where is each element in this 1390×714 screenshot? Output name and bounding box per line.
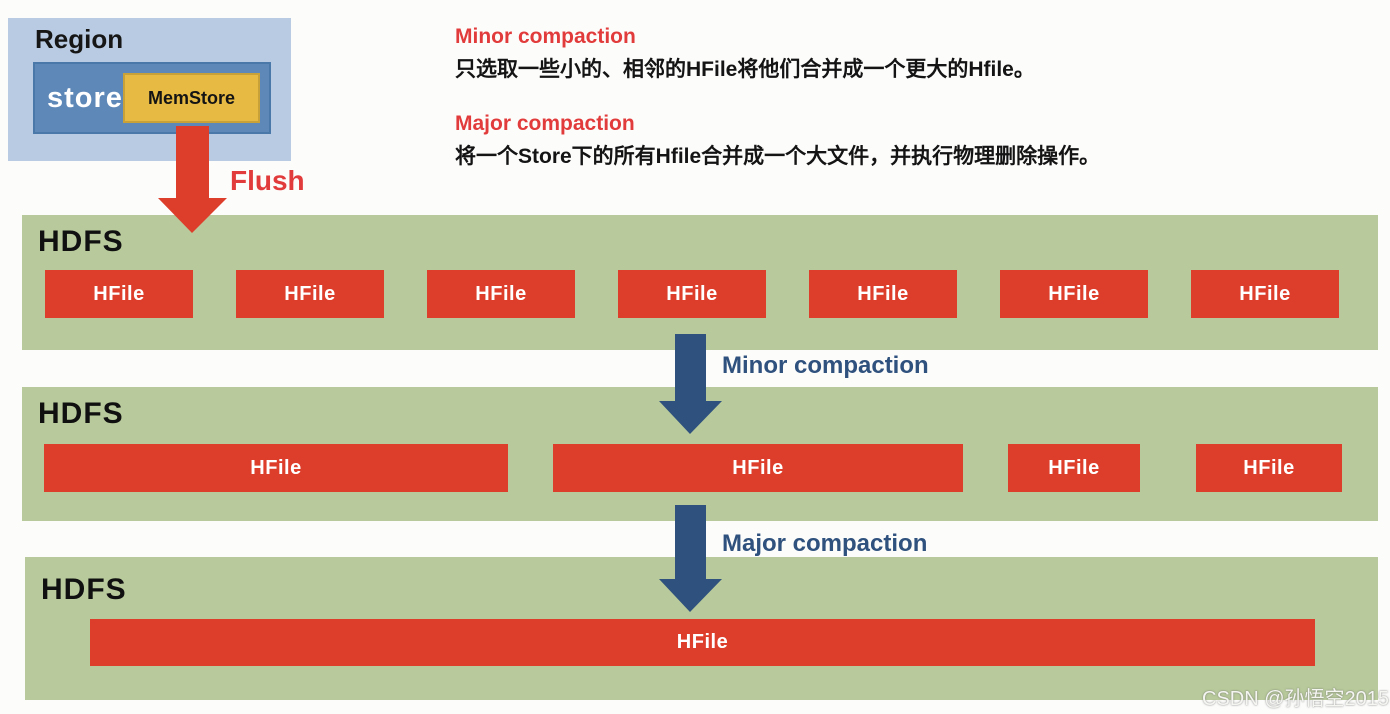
minor-compaction-step-label: Minor compaction: [722, 352, 929, 379]
hfile-label: HFile: [1239, 282, 1291, 305]
region-title: Region: [35, 24, 124, 54]
hfile-box: HFile: [45, 270, 193, 318]
memstore-label: MemStore: [147, 87, 236, 108]
hfile-box: HFile: [1196, 444, 1342, 492]
hfile-box: HFile: [1000, 270, 1148, 318]
hfile-label: HFile: [666, 282, 718, 305]
hfile-box: HFile: [553, 444, 963, 492]
hfile-label: HFile: [1048, 282, 1100, 305]
hfile-row-2: HFile HFile HFile HFile: [0, 444, 1390, 492]
major-compaction-step-label: Major compaction: [722, 530, 928, 557]
hfile-label: HFile: [93, 282, 145, 305]
hfile-label: HFile: [857, 282, 909, 305]
csdn-watermark: CSDN @孙悟空2015: [1202, 688, 1390, 710]
hdfs-title: HDFS: [38, 225, 124, 258]
hfile-box: HFile: [809, 270, 957, 318]
hfile-label: HFile: [475, 282, 527, 305]
hfile-label: HFile: [250, 456, 302, 479]
legend-spacer: [455, 84, 1375, 111]
major-compaction-title: Major compaction: [455, 111, 635, 135]
hfile-label: HFile: [1048, 456, 1100, 479]
hfile-box: HFile: [1191, 270, 1339, 318]
flush-label: Flush: [230, 165, 305, 196]
hfile-label: HFile: [676, 631, 729, 653]
hfile-box: HFile: [1008, 444, 1140, 492]
store-label: store: [47, 81, 123, 114]
region-box: Region store MemStore: [8, 18, 291, 161]
hfile-label: HFile: [284, 282, 336, 305]
store-box: store MemStore: [33, 62, 271, 134]
hfile-box: HFile: [236, 270, 384, 318]
minor-compaction-description: 只选取一些小的、相邻的HFile将他们合并成一个更大的Hfile。: [455, 58, 1035, 82]
minor-compaction-title: Minor compaction: [455, 25, 636, 48]
hfile-row-1: HFile HFile HFile HFile HFile HFile HFile: [0, 270, 1390, 318]
compaction-legend: Minor compaction 只选取一些小的、相邻的HFile将他们合并成一…: [455, 24, 1375, 170]
hfile-box: HFile: [618, 270, 766, 318]
memstore-box: MemStore: [123, 73, 260, 123]
hfile-row-3: HFile: [0, 619, 1390, 666]
hfile-box: HFile: [44, 444, 508, 492]
hfile-label: HFile: [1243, 456, 1295, 479]
hfile-box: HFile: [90, 619, 1315, 666]
hfile-box: HFile: [427, 270, 575, 318]
major-compaction-description: 将一个Store下的所有Hfile合并成一个大文件，并执行物理删除操作。: [455, 144, 1101, 168]
hfile-label: HFile: [732, 456, 784, 479]
hdfs-title: HDFS: [41, 573, 127, 606]
hdfs-title: HDFS: [38, 397, 124, 430]
